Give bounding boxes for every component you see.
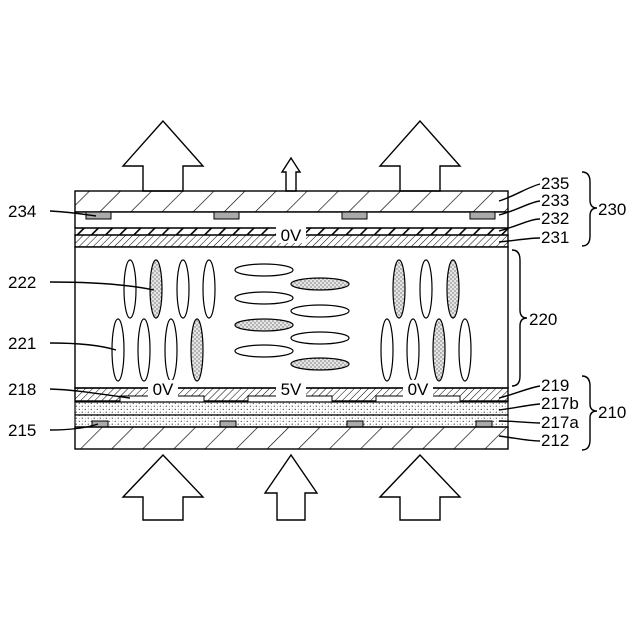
lc-molecule bbox=[191, 319, 203, 381]
lc-molecule bbox=[138, 319, 150, 381]
voltage-left: 0V bbox=[153, 380, 174, 399]
lc-layer-220 bbox=[75, 247, 508, 388]
lc-molecule bbox=[381, 319, 393, 381]
electrode-234-c bbox=[342, 212, 367, 219]
electrode-234-b bbox=[214, 212, 239, 219]
lc-molecule bbox=[291, 358, 349, 370]
label-210: 210 bbox=[598, 403, 626, 422]
electrode-234-d bbox=[470, 212, 495, 219]
lc-molecule bbox=[459, 319, 471, 381]
lc-molecule bbox=[177, 260, 189, 318]
lc-molecule bbox=[235, 345, 293, 357]
light-arrow-top-center bbox=[282, 158, 300, 191]
lc-molecule bbox=[420, 260, 432, 318]
layer-212 bbox=[75, 427, 508, 449]
label-218: 218 bbox=[8, 380, 36, 399]
lc-molecule bbox=[447, 260, 459, 318]
brace-220 bbox=[512, 250, 527, 386]
label-230: 230 bbox=[598, 200, 626, 219]
lc-molecule bbox=[235, 264, 293, 276]
electrode-215-a bbox=[92, 421, 108, 427]
electrode-215-c bbox=[347, 421, 363, 427]
label-217a: 217a bbox=[541, 413, 579, 432]
lc-molecule bbox=[291, 332, 349, 344]
label-233: 233 bbox=[541, 191, 569, 210]
brace-230 bbox=[582, 172, 597, 246]
label-212: 212 bbox=[541, 431, 569, 450]
electrode-215-b bbox=[220, 421, 236, 427]
electrode-215-d bbox=[476, 421, 492, 427]
substrate-210: 0V 5V 0V bbox=[75, 380, 508, 449]
label-217b: 217b bbox=[541, 394, 579, 413]
brace-210 bbox=[582, 376, 597, 450]
lc-molecule bbox=[165, 319, 177, 381]
lc-molecule bbox=[407, 319, 419, 381]
label-231: 231 bbox=[541, 228, 569, 247]
layer-235 bbox=[75, 191, 508, 212]
light-arrow-top-right bbox=[380, 121, 460, 191]
label-219: 219 bbox=[541, 376, 569, 395]
lc-molecule bbox=[235, 292, 293, 304]
lc-molecule bbox=[235, 319, 293, 331]
layer-217b bbox=[75, 402, 508, 415]
label-232: 232 bbox=[541, 209, 569, 228]
light-arrow-bottom-left bbox=[123, 455, 203, 520]
substrate-230: 0V bbox=[75, 191, 508, 247]
label-222: 222 bbox=[8, 273, 36, 292]
label-220: 220 bbox=[529, 310, 557, 329]
light-arrow-bottom-right bbox=[380, 455, 460, 520]
label-221: 221 bbox=[8, 334, 36, 353]
lc-molecule bbox=[124, 260, 136, 318]
lc-molecule bbox=[203, 260, 215, 318]
lc-molecule bbox=[291, 305, 349, 317]
light-arrow-top-left bbox=[123, 121, 203, 191]
lc-molecule bbox=[433, 319, 445, 381]
label-215: 215 bbox=[8, 421, 36, 440]
voltage-right: 0V bbox=[408, 380, 429, 399]
lc-molecule bbox=[393, 260, 405, 318]
label-234: 234 bbox=[8, 202, 36, 221]
layer-217a bbox=[75, 415, 508, 427]
voltage-center: 5V bbox=[281, 380, 302, 399]
light-arrow-bottom-center bbox=[265, 455, 317, 520]
lc-molecule bbox=[291, 278, 349, 290]
voltage-top: 0V bbox=[281, 226, 302, 245]
